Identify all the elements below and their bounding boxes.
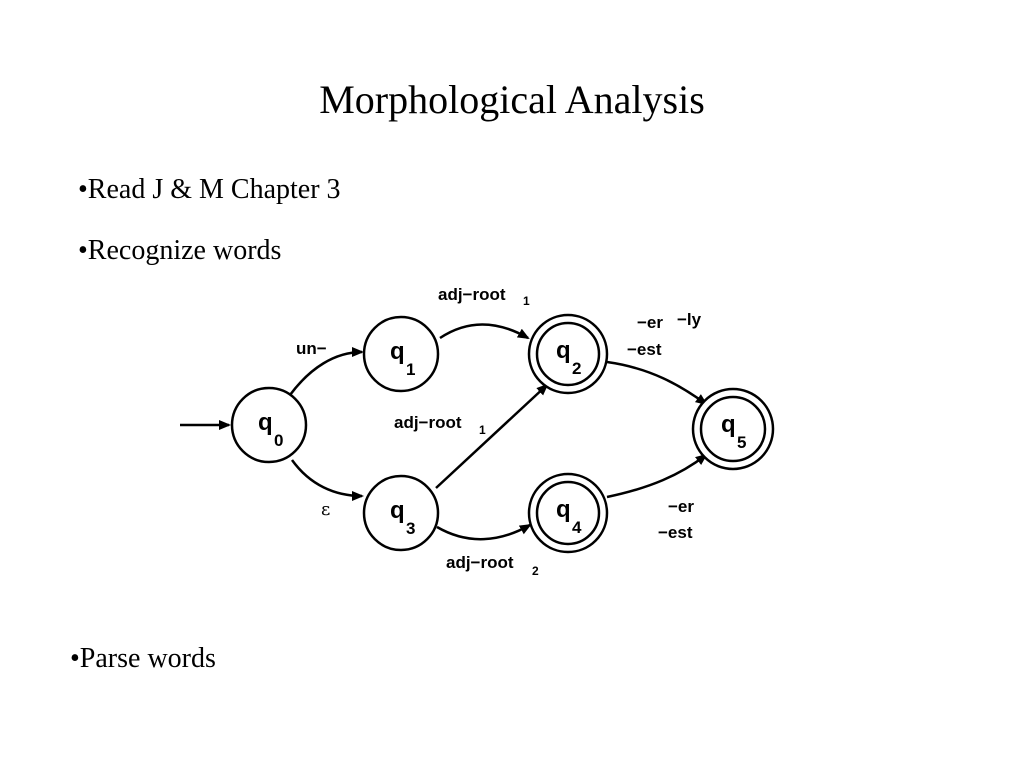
state-q2-subscript: 2 [572, 359, 581, 378]
edge-q0-q1 [288, 347, 364, 396]
bullet-parse-words: •Parse words [70, 643, 216, 674]
edge-label-q2-q5-er: −er [637, 313, 663, 332]
slide-title: Morphological Analysis [319, 77, 705, 122]
edge-label-q3-q4: adj−root [446, 553, 514, 572]
edge-q4-q5 [606, 453, 708, 499]
bullet-read-chapter: •Read J & M Chapter 3 [78, 174, 341, 205]
edge-q3-q4 [436, 523, 532, 541]
edge-label-q3-q2: adj−root [394, 413, 462, 432]
state-q1-label: q [390, 338, 405, 365]
edge-q0-q3 [290, 459, 364, 501]
state-q3-subscript: 3 [406, 519, 415, 538]
state-q4-subscript: 4 [572, 518, 582, 537]
state-q3: q 3 [362, 474, 440, 552]
state-q0-label: q [258, 409, 273, 436]
edge-label-q3-q2-subscript: 1 [479, 423, 486, 437]
edge-label-q2-q5-ly: −ly [677, 310, 702, 329]
state-q5: q 5 [691, 387, 775, 471]
edge-q2-q5 [606, 360, 708, 406]
edge-label-un: un− [296, 339, 327, 358]
edge-label-q3-q4-subscript: 2 [532, 564, 539, 578]
state-q4: q 4 [527, 472, 609, 554]
state-q1: q 1 [362, 315, 440, 393]
state-q2: q 2 [527, 313, 609, 395]
edge-label-q1-q2-subscript: 1 [523, 294, 530, 308]
state-q1-subscript: 1 [406, 360, 415, 379]
state-q0-subscript: 0 [274, 431, 283, 450]
edge-label-q4-q5-er: −er [668, 497, 694, 516]
state-q5-subscript: 5 [737, 433, 746, 452]
state-q0: q 0 [230, 386, 308, 464]
edge-label-q1-q2: adj−root [438, 285, 506, 304]
state-q2-label: q [556, 337, 571, 364]
state-q5-label: q [721, 411, 736, 438]
bullet-recognize-words: •Recognize words [78, 235, 282, 266]
edge-label-epsilon: ε [321, 499, 330, 520]
state-q3-label: q [390, 497, 405, 524]
edge-q3-q2 [435, 383, 549, 489]
edge-q1-q2 [439, 323, 530, 340]
edge-label-q2-q5-est: −est [627, 340, 662, 359]
state-q4-label: q [556, 496, 571, 523]
edge-label-q4-q5-est: −est [658, 523, 693, 542]
